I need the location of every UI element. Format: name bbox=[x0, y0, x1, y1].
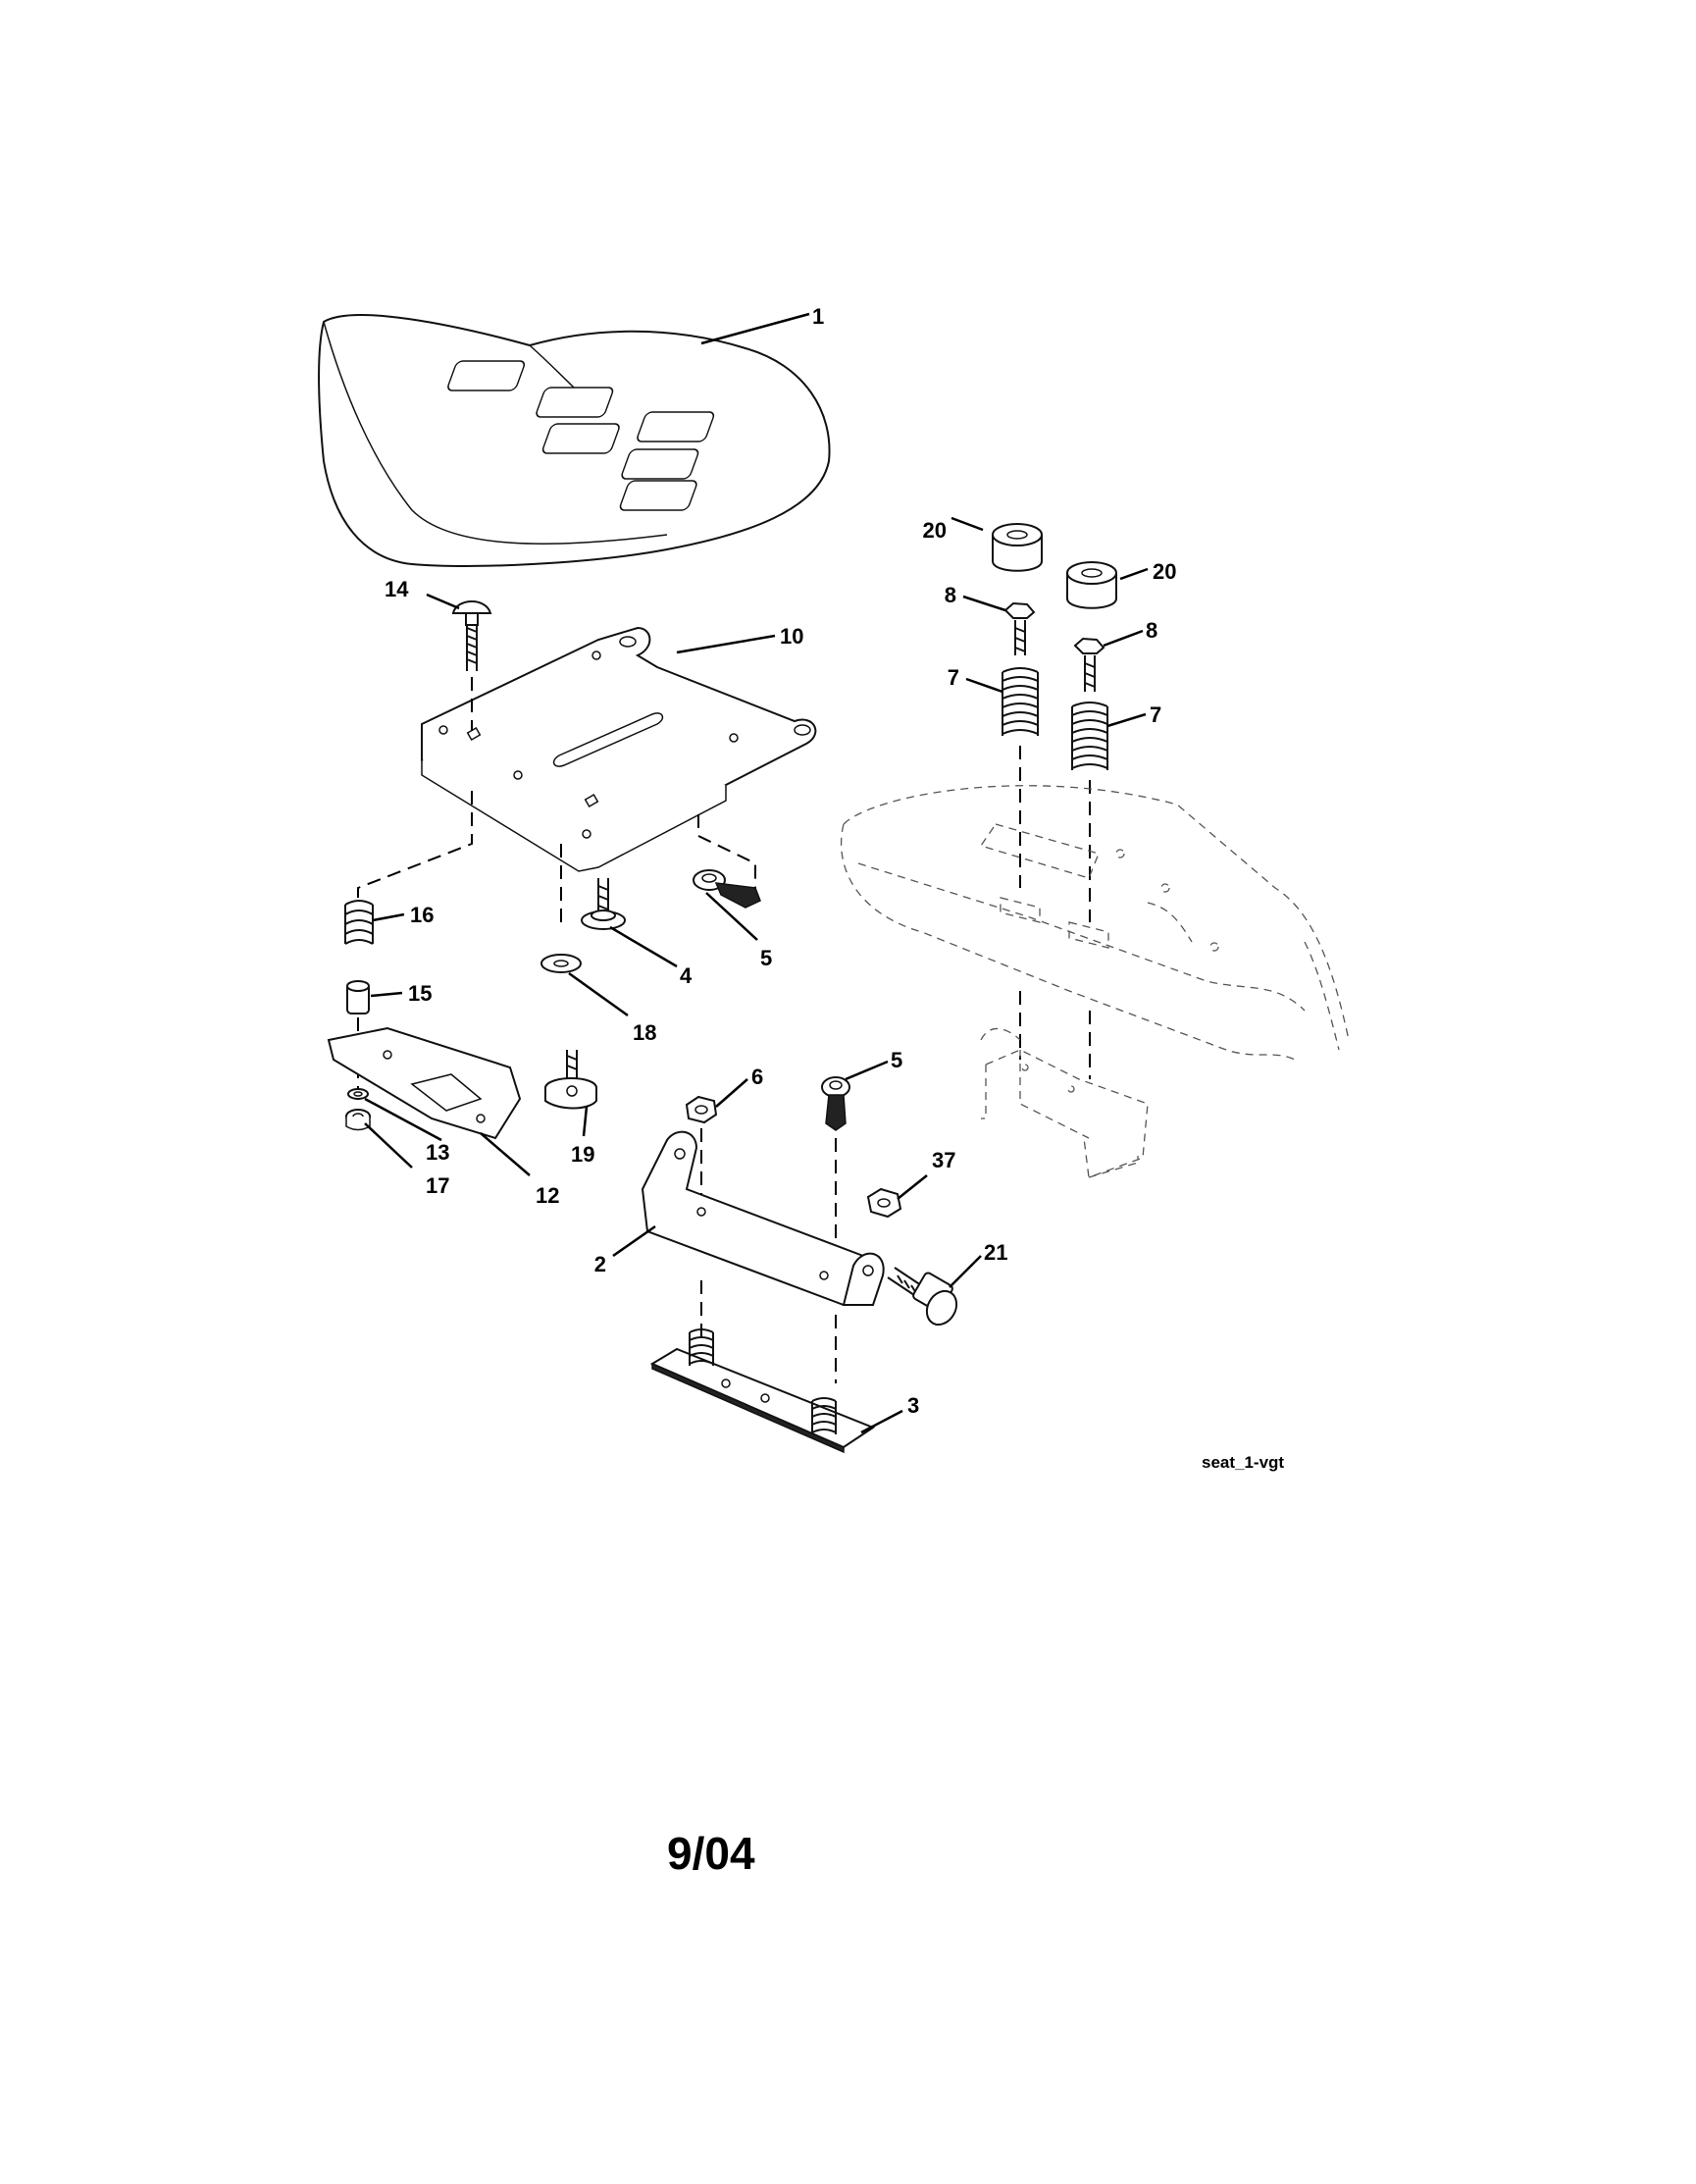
shoulder-bolt-part bbox=[887, 1267, 958, 1326]
bushing-right-part bbox=[1066, 561, 1117, 609]
fender-phantom-outline bbox=[840, 785, 1350, 1061]
carriage-bolt-part bbox=[451, 600, 492, 671]
callout-14: 14 bbox=[385, 577, 409, 601]
callout-12: 12 bbox=[536, 1183, 559, 1208]
shoulder-screw-right-part bbox=[1073, 637, 1105, 692]
callout-20-right: 20 bbox=[1153, 559, 1176, 584]
knob-clip-lower-part bbox=[821, 1076, 850, 1131]
callout-5-lower: 5 bbox=[891, 1048, 902, 1072]
seat-pan-plate bbox=[421, 626, 817, 872]
seat-spring-part bbox=[344, 900, 374, 945]
slide-bracket-part bbox=[327, 1026, 522, 1140]
callout-3: 3 bbox=[907, 1393, 919, 1418]
date-code-label: 9/04 bbox=[667, 1828, 755, 1879]
callout-19: 19 bbox=[571, 1142, 594, 1167]
knob-clip-upper-part bbox=[693, 869, 761, 909]
callout-6: 6 bbox=[751, 1065, 763, 1089]
spring-stud-right bbox=[811, 1397, 837, 1434]
callout-21: 21 bbox=[984, 1240, 1007, 1265]
callout-5-upper: 5 bbox=[760, 946, 772, 970]
callout-8-right: 8 bbox=[1146, 618, 1157, 643]
nut-17-part bbox=[345, 1109, 371, 1131]
bushing-left-part bbox=[992, 523, 1043, 572]
leader-lines bbox=[364, 312, 1149, 1434]
stud-knob-part bbox=[544, 1050, 597, 1110]
bolt-4-part bbox=[581, 878, 626, 930]
seat-spring-left-part bbox=[1002, 667, 1039, 736]
spring-stud-left bbox=[689, 1328, 714, 1366]
callout-8-left: 8 bbox=[945, 583, 956, 607]
callout-1: 1 bbox=[812, 304, 824, 329]
callout-7-right: 7 bbox=[1150, 702, 1161, 727]
callout-13: 13 bbox=[426, 1140, 449, 1165]
shoulder-screw-left-part bbox=[1003, 601, 1036, 655]
spring-plate-part bbox=[649, 1328, 876, 1454]
nut-37-part bbox=[866, 1187, 902, 1219]
callout-16: 16 bbox=[410, 903, 434, 927]
callout-2: 2 bbox=[594, 1252, 606, 1276]
seat-spring-right-part bbox=[1071, 702, 1108, 770]
callout-20-left: 20 bbox=[923, 518, 947, 543]
callout-17: 17 bbox=[426, 1173, 449, 1198]
spacer-part bbox=[346, 980, 370, 1014]
callout-7-left: 7 bbox=[948, 665, 959, 690]
callout-37: 37 bbox=[932, 1148, 955, 1172]
callout-15: 15 bbox=[408, 981, 432, 1006]
washer-18-part bbox=[540, 954, 582, 973]
callout-10: 10 bbox=[780, 624, 803, 649]
diagram-code-label: seat_1-vgt bbox=[1202, 1453, 1284, 1472]
callout-labels: 1 2 3 4 5 5 6 7 7 8 8 10 12 13 14 15 16 … bbox=[385, 304, 1176, 1418]
seat-part bbox=[318, 314, 831, 567]
callout-18: 18 bbox=[633, 1020, 656, 1045]
washer-13-part bbox=[347, 1088, 369, 1100]
callout-4: 4 bbox=[680, 963, 693, 988]
frame-bracket-phantom bbox=[981, 1049, 1149, 1178]
pivot-bracket-part bbox=[641, 1130, 885, 1307]
hex-nut-part bbox=[685, 1095, 718, 1124]
